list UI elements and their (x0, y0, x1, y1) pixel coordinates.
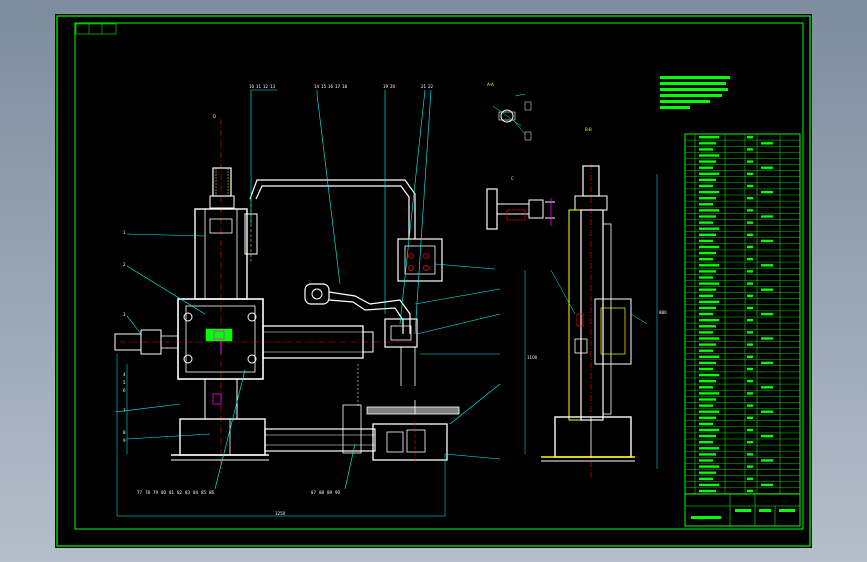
part-number-labels: 10 11 12 13 14 15 16 17 18 19 20 21 22 7… (123, 84, 667, 516)
part-label: 79 (153, 490, 159, 495)
bill-of-materials-table (684, 133, 801, 495)
part-label: 86 (209, 490, 215, 495)
mechanical-assembly-drawing: 10 11 12 13 14 15 16 17 18 19 20 21 22 7… (56, 15, 811, 547)
part-label: 1 (123, 230, 126, 235)
part-label: 82 (177, 490, 183, 495)
part-label: 20 (390, 84, 396, 89)
part-label: 17 (335, 84, 341, 89)
part-label: 80 (161, 490, 167, 495)
corner-stamp (75, 23, 117, 35)
part-label: 87 (311, 490, 317, 495)
part-label: 14 (314, 84, 320, 89)
cad-drawing-viewport[interactable]: 10 11 12 13 14 15 16 17 18 19 20 21 22 7… (55, 14, 812, 548)
part-label: 2 (123, 262, 126, 267)
title-block (684, 493, 801, 527)
part-label: 84 (193, 490, 199, 495)
part-label: 85 (201, 490, 207, 495)
section-labels: A-A B-B C D (213, 82, 592, 181)
part-label: 10 (249, 84, 255, 89)
part-label: 15 (321, 84, 327, 89)
technical-notes (660, 76, 730, 109)
dimension-lines (116, 174, 658, 517)
part-label: 11 (256, 84, 262, 89)
part-label: 88 (319, 490, 325, 495)
part-label: 19 (383, 84, 389, 89)
part-label: 18 (342, 84, 348, 89)
side-view (541, 164, 648, 479)
part-label: 9 (123, 438, 126, 443)
part-label: 21 (421, 84, 427, 89)
dimension-label: 1100 (527, 355, 538, 360)
part-label: 89 (327, 490, 333, 495)
part-label: 22 (428, 84, 434, 89)
part-label: 6 (123, 388, 126, 393)
part-label: 13 (270, 84, 276, 89)
part-label: 8 (123, 430, 126, 435)
section-mark: D (213, 114, 216, 119)
part-label: 90 (335, 490, 341, 495)
part-label: 7 (123, 408, 126, 413)
part-label: 81 (169, 490, 175, 495)
outer-frame (56, 15, 811, 547)
front-view (114, 119, 460, 474)
part-label: 77 (137, 490, 143, 495)
detail-view-a (492, 93, 532, 141)
dimension-label: 1250 (275, 511, 286, 516)
detail-view-c (486, 188, 555, 230)
inner-frame (74, 22, 804, 530)
section-mark: C (511, 176, 514, 181)
dimension-label: 880 (659, 310, 667, 315)
section-mark: B-B (585, 127, 592, 132)
part-label: 83 (185, 490, 191, 495)
part-label: 4 (123, 372, 126, 377)
part-label: 78 (145, 490, 151, 495)
leader-lines (114, 89, 501, 490)
part-label: 3 (123, 312, 126, 317)
part-label: 12 (263, 84, 269, 89)
part-label: 16 (328, 84, 334, 89)
section-mark: A-A (487, 82, 494, 87)
highlighted-part (205, 328, 233, 342)
part-label: 5 (123, 380, 126, 385)
